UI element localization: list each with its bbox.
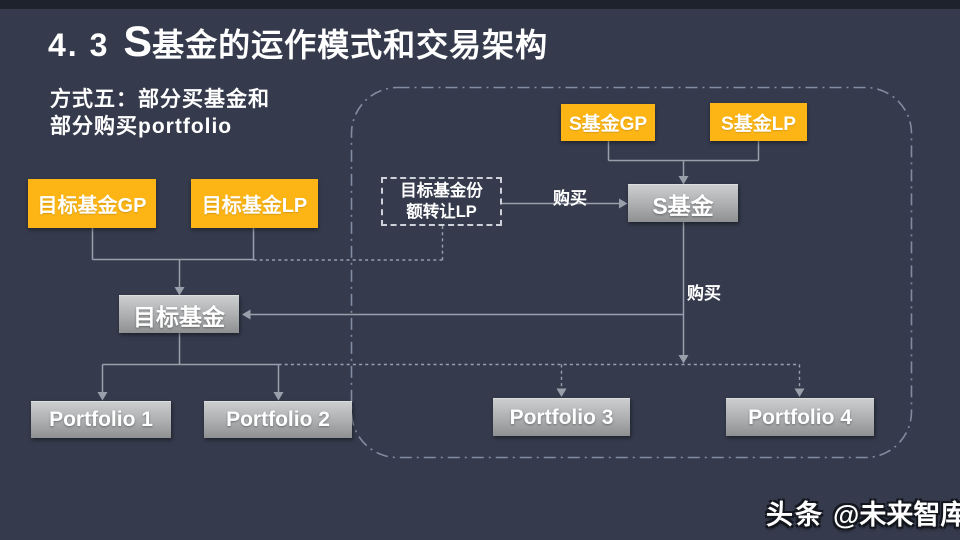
node-portfolio-3: Portfolio 3 [493,398,630,436]
title-capital-letter: S [123,18,153,66]
node-portfolio-4: Portfolio 4 [726,398,874,436]
node-portfolio-1: Portfolio 1 [31,401,171,438]
node-target-fund-share-transfer-lp: 目标基金份 额转让LP [381,177,502,226]
share-transfer-lp-line2: 额转让LP [406,202,477,221]
connector-lines-solid [91,141,760,393]
node-s-fund-gp: S基金GP [561,104,655,141]
edge-label-buy-right: 购买 [687,284,721,303]
node-target-fund-gp: 目标基金GP [28,179,156,228]
title-section-number: 4. 3 [48,27,110,63]
method-subtitle-line2: 部分购买portfolio [50,115,233,138]
watermark-brand: 头条 [766,500,824,530]
node-target-fund-lp: 目标基金LP [191,179,318,228]
title-text: 基金的运作模式和交易架构 [152,27,549,63]
watermark-handle: @未来智库 [833,500,960,530]
watermark: 头条 @未来智库 [766,493,960,532]
arrowheads [97,176,805,401]
edge-label-buy-left: 购买 [553,189,587,208]
node-s-fund-lp: S基金LP [710,103,807,141]
share-transfer-lp-line1: 目标基金份 [400,181,483,200]
transaction-boundary-dashed-rect [350,86,913,459]
top-bar [0,0,960,9]
node-target-fund: 目标基金 [119,295,239,333]
node-portfolio-2: Portfolio 2 [204,401,352,438]
connector-lines-dotted [253,226,801,389]
node-s-fund: S基金 [628,184,738,222]
method-subtitle-line1: 方式五：部分买基金和 [50,88,270,111]
method-subtitle: 方式五：部分买基金和 部分购买portfolio [50,86,270,140]
page-title: 4. 3 S基金的运作模式和交易架构 [48,18,548,67]
